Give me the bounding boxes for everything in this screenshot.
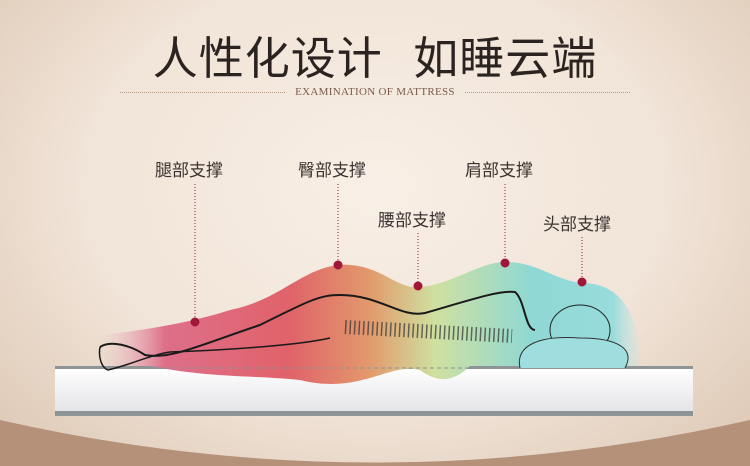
label-shoulder-support: 肩部支撑 bbox=[465, 161, 533, 181]
page-title: 人性化设计 如睡云端 bbox=[152, 32, 598, 85]
subtitle: EXAMINATION OF MATTRESS bbox=[295, 86, 455, 98]
mattress-base-line bbox=[55, 410, 693, 416]
floor-arc bbox=[0, 420, 750, 466]
spine-icon bbox=[344, 320, 513, 343]
label-waist-support: 腰部支撑 bbox=[378, 211, 446, 231]
divider bbox=[120, 91, 286, 93]
body-outline bbox=[99, 290, 536, 357]
divider bbox=[464, 91, 630, 93]
label-leg-support: 腿部支撑 bbox=[155, 161, 223, 181]
support-markers bbox=[190, 184, 587, 327]
label-hip-support: 臀部支撑 bbox=[298, 161, 366, 181]
pillow bbox=[518, 336, 629, 369]
label-head-support: 头部支撑 bbox=[543, 215, 611, 235]
subtitle-row: EXAMINATION OF MATTRESS bbox=[120, 84, 630, 100]
